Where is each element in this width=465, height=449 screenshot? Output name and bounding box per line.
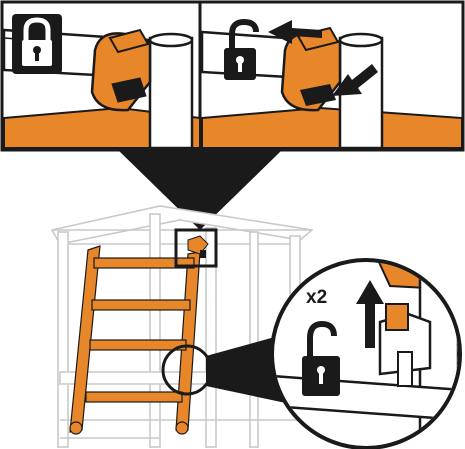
lock-closed-icon [12,14,62,74]
zoom-detail-circle [272,260,465,449]
multiplier-label: x2 [306,287,327,309]
orange-ladder [70,246,200,434]
top-detail-panels [2,2,463,150]
